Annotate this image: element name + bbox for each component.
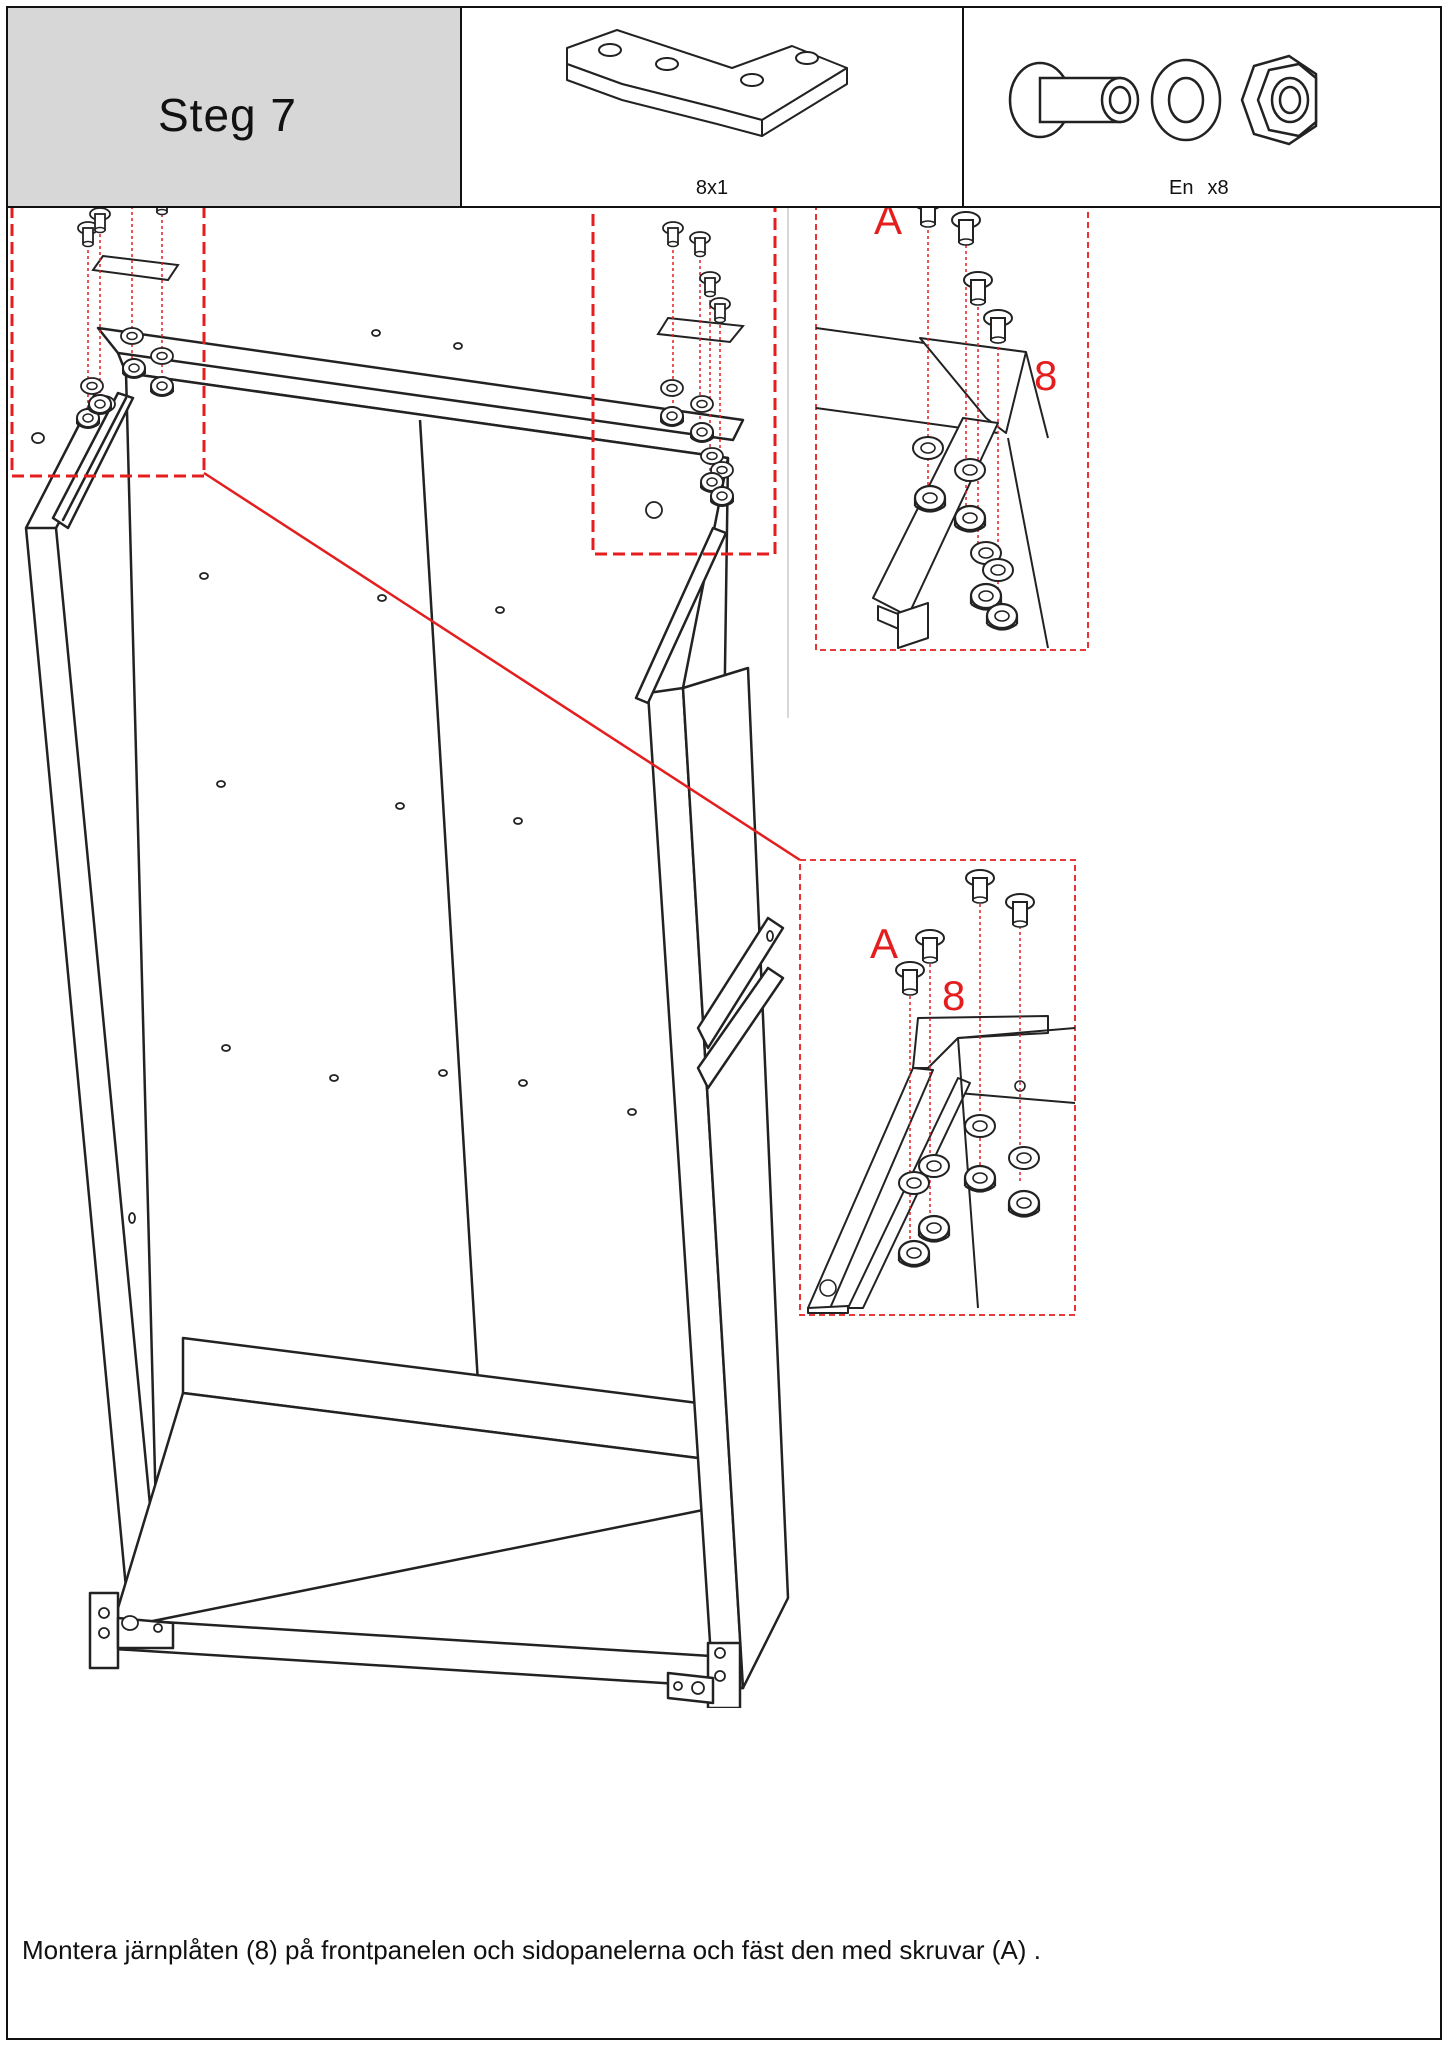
callout-connector [203,471,801,862]
callout-boxes [10,208,777,556]
cabinet-frame [24,326,790,1708]
detail-label-plate-top: 8 [1034,352,1057,399]
hardware-top-left [76,208,180,429]
detail-label-screw-top: A [874,208,902,243]
plate-quantity: 8x1 [695,177,729,199]
hardware-set-icon [1008,54,1318,146]
detail-view-top: A 8 [787,208,1089,718]
assembly-diagram: A 8 [10,208,1089,1708]
part-hardware-cell: En x8 [964,8,1440,208]
step-title: Steg 7 [158,89,297,141]
step-header: Steg 7 [8,8,462,208]
page-border [6,6,1442,2040]
detail-label-screw-bottom: A [870,920,898,967]
detail-view-bottom: A 8 [799,859,1076,1316]
hardware-quantity: En x8 [1169,177,1243,200]
detail-label-plate-bottom: 8 [942,972,965,1019]
hardware-top-right [656,221,745,507]
hardware-code: En [1169,177,1194,199]
instruction-text: Montera järnplåten (8) på frontpanelen o… [22,1935,1041,1965]
hardware-count: x8 [1207,177,1229,199]
corner-plate-icon [566,29,848,137]
part-plate-cell: 8x1 [462,8,964,208]
panel-holes [31,329,774,1695]
